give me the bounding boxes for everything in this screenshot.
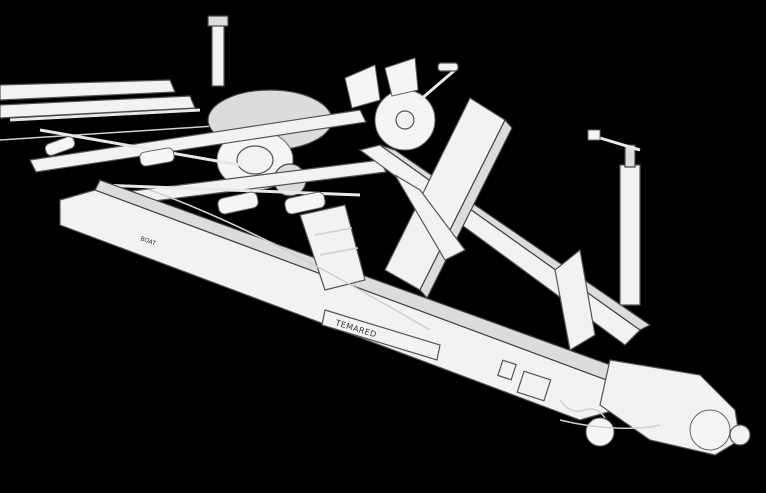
jockey-wheel-jack bbox=[587, 129, 641, 306]
rear-bunk-rails bbox=[0, 79, 231, 141]
rear-post bbox=[207, 15, 229, 87]
keel-rollers bbox=[44, 136, 326, 215]
winch bbox=[344, 57, 459, 151]
hitch-coupling bbox=[554, 248, 751, 456]
info-plate bbox=[497, 359, 552, 402]
trailer-step bbox=[299, 204, 366, 291]
winch-post bbox=[384, 97, 513, 300]
safety-chain bbox=[559, 399, 606, 419]
wiring-cable bbox=[149, 189, 661, 429]
